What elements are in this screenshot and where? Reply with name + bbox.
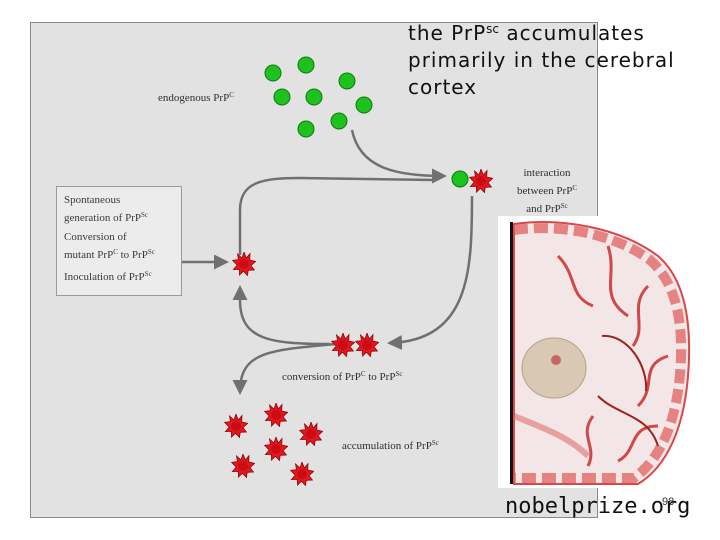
arrow-center-to-interaction	[238, 176, 437, 255]
red-prion	[232, 252, 256, 276]
green-prion	[451, 170, 469, 188]
inoculation-label: Inoculation of PrPSc	[64, 270, 152, 283]
brain-illustration	[510, 221, 691, 485]
green-prion	[264, 64, 282, 82]
label-conversion: conversion of PrPC to PrPSc	[282, 370, 403, 383]
page-number: 98	[662, 496, 675, 508]
mutant-conversion-label: Conversion of mutant PrPC to PrPSc	[64, 231, 155, 261]
arrow-loop-up	[232, 285, 331, 346]
prpsc-origin-box: Spontaneous generation of PrPSc Conversi…	[56, 186, 182, 296]
green-prion	[338, 72, 356, 90]
red-prion	[355, 333, 379, 357]
brain-cross-section-image	[498, 216, 696, 488]
green-prion	[355, 96, 373, 114]
green-prion	[297, 56, 315, 74]
red-prion	[299, 422, 323, 446]
spontaneous-generation-label: Spontaneous generation of PrPSc	[64, 194, 148, 224]
slide-caption: the PrPsc accumulates primarily in the c…	[408, 21, 675, 99]
endogenous-prp-molecules	[264, 56, 373, 138]
red-prion	[264, 437, 288, 461]
label-endogenous: endogenous PrPC	[158, 91, 234, 104]
red-prion	[231, 454, 255, 478]
accumulated-prpsc-molecules	[224, 403, 323, 486]
red-prion	[331, 333, 355, 357]
arrow-interaction-to-conversion	[387, 195, 474, 351]
red-prion	[469, 169, 493, 193]
label-accumulation: accumulation of PrPSc	[342, 439, 439, 452]
red-prion	[290, 462, 314, 486]
green-prion	[330, 112, 348, 130]
green-prion	[297, 120, 315, 138]
green-prion	[305, 88, 323, 106]
source-credit: nobelprize.org	[505, 494, 691, 519]
arrow-conversion-to-accumulation	[232, 342, 337, 395]
green-prion	[273, 88, 291, 106]
label-interaction: interaction between PrPC and PrPSc	[517, 167, 577, 215]
red-prion	[224, 414, 248, 438]
red-prion	[264, 403, 288, 427]
arrow-endogenous-to-interaction	[350, 129, 447, 184]
